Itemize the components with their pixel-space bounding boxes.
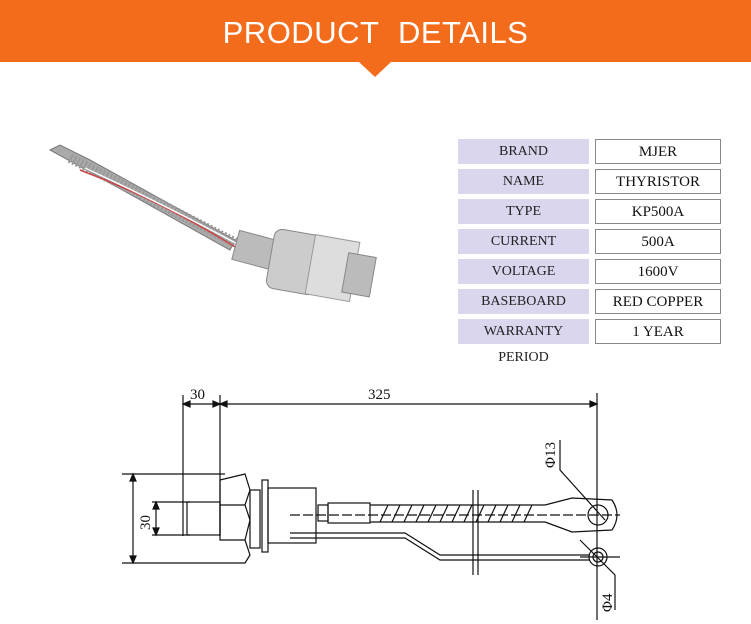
spec-label: BASEBOARD xyxy=(458,289,589,314)
dim-hex-size: 30 xyxy=(138,515,154,530)
spec-value: 1600V xyxy=(595,259,721,284)
spec-value: 500A xyxy=(595,229,721,254)
spec-label: VOLTAGE xyxy=(458,259,589,284)
dim-total-length: 325 xyxy=(368,387,391,403)
banner-pointer xyxy=(359,62,391,77)
spec-value: RED COPPER xyxy=(595,289,721,314)
header-banner xyxy=(0,0,751,62)
page-title: PRODUCT DETAILS xyxy=(222,15,529,50)
spec-label: WARRANTY PERIOD xyxy=(458,319,589,365)
spec-label: NAME xyxy=(458,169,589,194)
dim-thread-length: 30 xyxy=(190,387,205,403)
spec-label: BRAND xyxy=(458,139,589,164)
dim-small-hole: Φ4 xyxy=(600,593,616,612)
spec-value: KP500A xyxy=(595,199,721,224)
spec-label: CURRENT xyxy=(458,229,589,254)
spec-label: TYPE xyxy=(458,199,589,224)
spec-value: MJER xyxy=(595,139,721,164)
spec-value: 1 YEAR xyxy=(595,319,721,344)
dim-large-hole: Φ13 xyxy=(543,442,559,468)
spec-value: THYRISTOR xyxy=(595,169,721,194)
